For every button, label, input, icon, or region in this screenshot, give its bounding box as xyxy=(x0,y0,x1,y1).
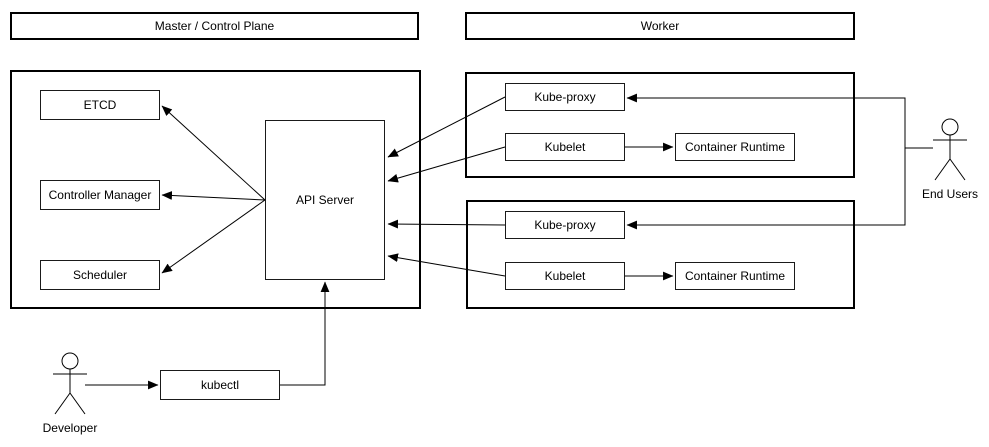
title-worker: Worker xyxy=(465,12,855,40)
node-kube-proxy-1: Kube-proxy xyxy=(505,83,625,111)
title-master-control-plane: Master / Control Plane xyxy=(10,12,419,40)
container-runtime-1-label: Container Runtime xyxy=(684,139,786,154)
kubectl-label: kubectl xyxy=(200,377,240,392)
worker-label: Worker xyxy=(640,18,680,33)
node-controller-manager: Controller Manager xyxy=(40,180,160,210)
container-runtime-2-label: Container Runtime xyxy=(684,268,786,283)
controller-manager-label: Controller Manager xyxy=(48,187,152,202)
node-api-server: API Server xyxy=(265,120,385,280)
etcd-label: ETCD xyxy=(83,97,117,112)
scheduler-label: Scheduler xyxy=(72,267,128,282)
node-etcd: ETCD xyxy=(40,90,160,120)
kube-proxy-1-label: Kube-proxy xyxy=(534,89,596,104)
node-kubelet-2: Kubelet xyxy=(505,262,625,290)
kube-proxy-2-label: Kube-proxy xyxy=(534,217,596,232)
developer-label: Developer xyxy=(42,421,98,435)
node-kube-proxy-2: Kube-proxy xyxy=(505,211,625,239)
container-master-plane-group xyxy=(10,70,421,309)
kubelet-1-label: Kubelet xyxy=(544,139,586,154)
master-control-plane-label: Master / Control Plane xyxy=(154,18,275,33)
node-kubectl: kubectl xyxy=(160,370,280,400)
node-scheduler: Scheduler xyxy=(40,260,160,290)
kubelet-2-label: Kubelet xyxy=(544,268,586,283)
node-container-runtime-1: Container Runtime xyxy=(675,133,795,161)
api-server-label: API Server xyxy=(295,192,355,207)
node-kubelet-1: Kubelet xyxy=(505,133,625,161)
node-container-runtime-2: Container Runtime xyxy=(675,262,795,290)
end-users-label: End Users xyxy=(921,187,979,201)
